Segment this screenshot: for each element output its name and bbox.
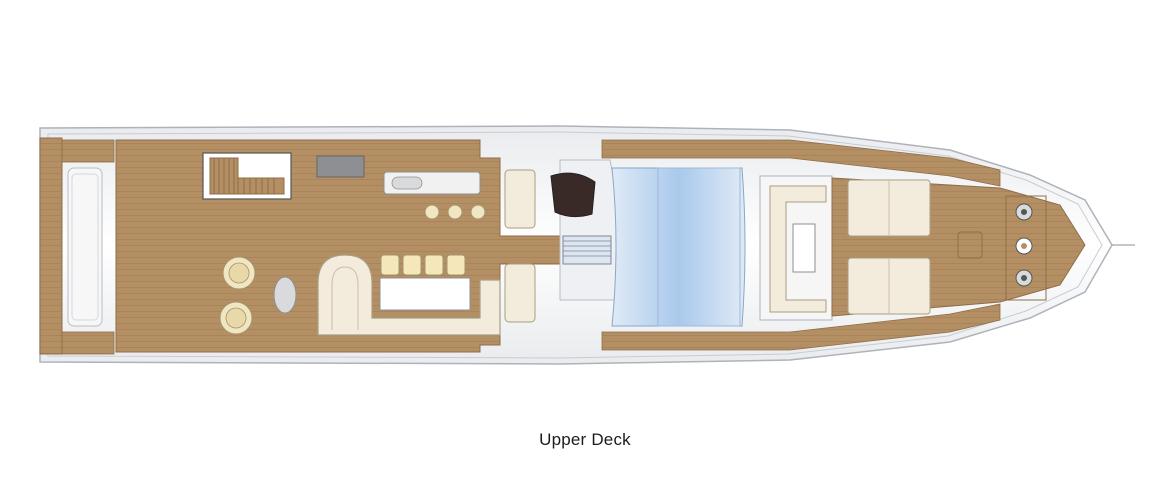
stern-platform [39, 137, 63, 355]
windlass-3 [1015, 269, 1033, 287]
forward-sofa [769, 185, 827, 313]
coffee-table [792, 223, 816, 273]
helm-seat [550, 172, 596, 218]
dining-chairs [380, 254, 466, 276]
sunbed-lower [847, 257, 931, 315]
deck-caption: Upper Deck [539, 430, 631, 449]
stairs-forward [562, 235, 612, 265]
bar-stools [424, 204, 486, 220]
side-deck-port [601, 139, 1001, 187]
dining-table [379, 277, 471, 311]
foredeck-hatch [957, 231, 983, 259]
windlass-2 [1015, 237, 1033, 255]
aft-sunpad [67, 167, 103, 327]
stair-treads [209, 157, 285, 195]
bench-seat-lower [504, 263, 536, 323]
bench-seat-upper [504, 169, 536, 229]
windlass-1 [1015, 203, 1033, 221]
side-deck-starboard [601, 303, 1001, 351]
side-table [273, 276, 297, 314]
armchair-2 [219, 301, 253, 335]
u-sofa [317, 254, 501, 336]
glass-skylight [611, 167, 746, 327]
deck-hatch [316, 155, 365, 178]
anchor-windlass-area [1005, 195, 1047, 301]
sunbed-upper [847, 179, 931, 237]
armchair-1 [222, 256, 256, 290]
